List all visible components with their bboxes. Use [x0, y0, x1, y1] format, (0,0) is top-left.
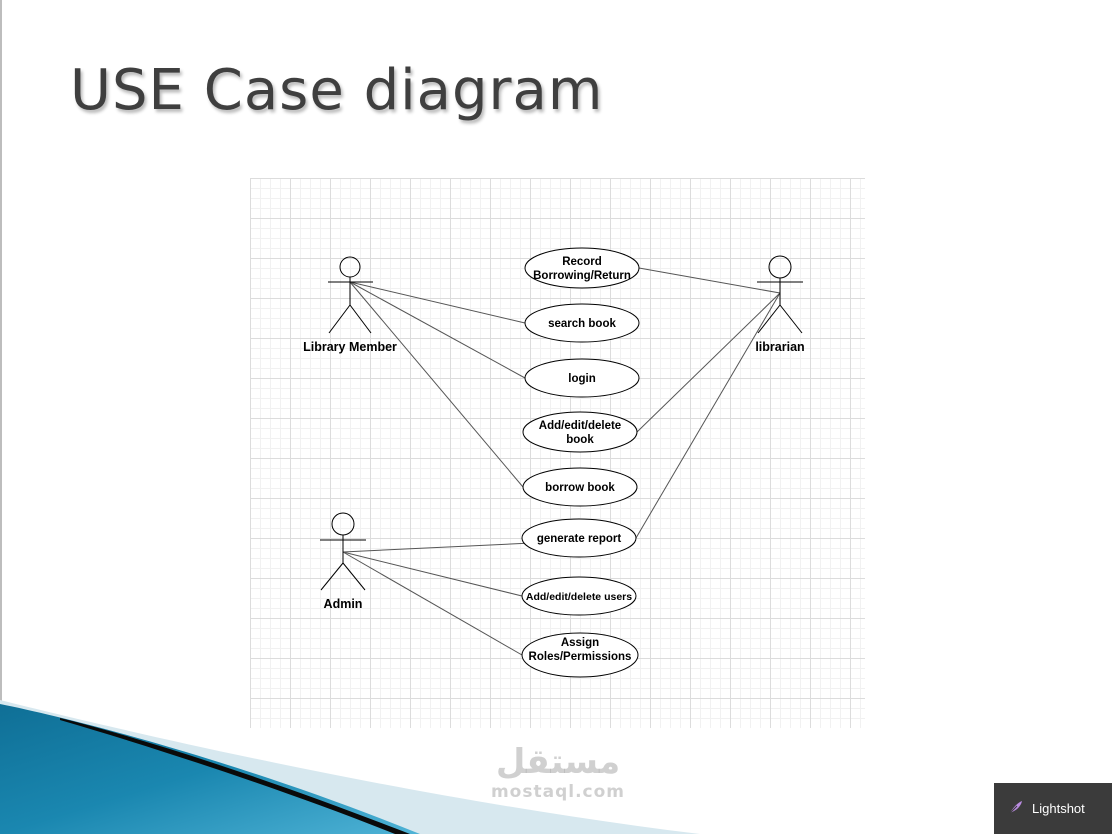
use-case-diagram: Library Member librarian Admin Record Bo…: [250, 178, 865, 728]
use-case-record-borrowing: Record Borrowing/Return: [524, 247, 640, 289]
use-case-label: login: [568, 373, 595, 385]
association-admin-add_edit_delete_users: [342, 551, 523, 597]
actor-label-library-member: Library Member: [303, 340, 397, 354]
association-admin-assign_roles: [342, 551, 523, 656]
feather-icon: [1008, 799, 1024, 818]
association-library_member-borrow_book: [349, 281, 524, 488]
mostaql-watermark: مستقل mostaql.com: [478, 742, 638, 802]
use-case-label: search book: [548, 318, 616, 330]
actor-librarian: librarian: [755, 255, 805, 354]
use-case-label: Add/edit/delete: [539, 420, 621, 432]
slide-title: USE Case diagram: [70, 58, 604, 123]
use-case-login: login: [524, 358, 640, 398]
lightshot-label: Lightshot: [1032, 801, 1085, 816]
associations: [342, 267, 781, 656]
watermark-arabic: مستقل: [495, 742, 621, 782]
use-case-add-edit-delete-book: Add/edit/delete book: [522, 411, 638, 453]
lightshot-badge[interactable]: Lightshot: [994, 783, 1112, 834]
use-case-assign-roles: Assign Roles/Permissions: [521, 632, 639, 678]
association-librarian-generate_report: [635, 292, 781, 539]
use-case-label: Add/edit/delete users: [526, 591, 632, 603]
association-librarian-record_borrowing: [638, 267, 781, 294]
slide-left-border: [0, 0, 2, 834]
actor-label-admin: Admin: [324, 597, 363, 611]
use-case-search-book: search book: [524, 303, 640, 343]
use-case-label: borrow book: [545, 482, 615, 494]
wave-dark-stroke: [60, 718, 410, 834]
use-case-label: Roles/Permissions: [529, 651, 632, 663]
use-case-borrow-book: borrow book: [522, 467, 638, 507]
use-case-label: Borrowing/Return: [533, 270, 631, 282]
association-library_member-search_book: [349, 281, 526, 324]
actor-library-member: Library Member: [303, 256, 397, 354]
actor-admin: Admin: [320, 512, 366, 611]
association-librarian-add_edit_delete_book: [636, 292, 781, 433]
use-case-label: Assign: [561, 637, 599, 649]
use-case-add-edit-delete-users: Add/edit/delete users: [521, 576, 637, 616]
use-case-label: Record: [562, 256, 602, 268]
use-case-label: generate report: [537, 533, 622, 545]
association-library_member-login: [349, 281, 526, 379]
actor-label-librarian: librarian: [755, 340, 804, 354]
diagram-canvas: Library Member librarian Admin Record Bo…: [303, 247, 805, 678]
watermark-latin: mostaql.com: [490, 782, 626, 802]
use-case-generate-report: generate report: [521, 518, 637, 558]
use-case-label: book: [566, 434, 594, 446]
